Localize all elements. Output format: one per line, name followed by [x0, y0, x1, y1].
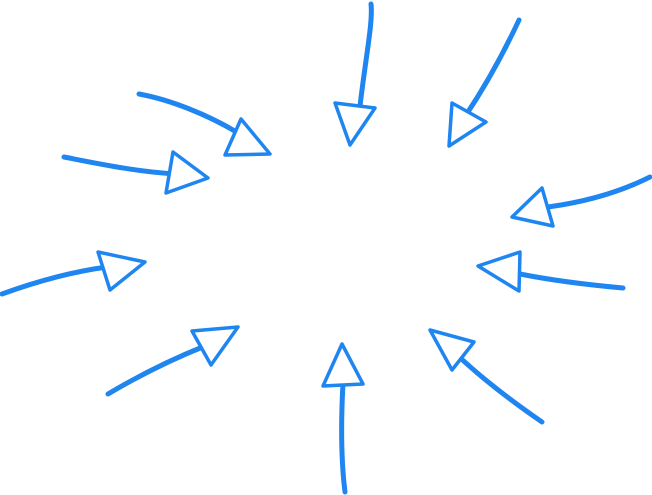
arrow-icon — [61, 150, 210, 195]
arrow-icon — [447, 17, 522, 148]
arrow-icon — [105, 325, 240, 397]
arrow-icon — [476, 250, 626, 293]
arrow-icon — [321, 342, 365, 495]
arrow-icon — [510, 174, 652, 228]
arrow-icon — [428, 328, 545, 425]
arrow-icon — [136, 91, 272, 157]
arrow-icon — [0, 250, 147, 297]
arrow-icon — [333, 1, 377, 147]
